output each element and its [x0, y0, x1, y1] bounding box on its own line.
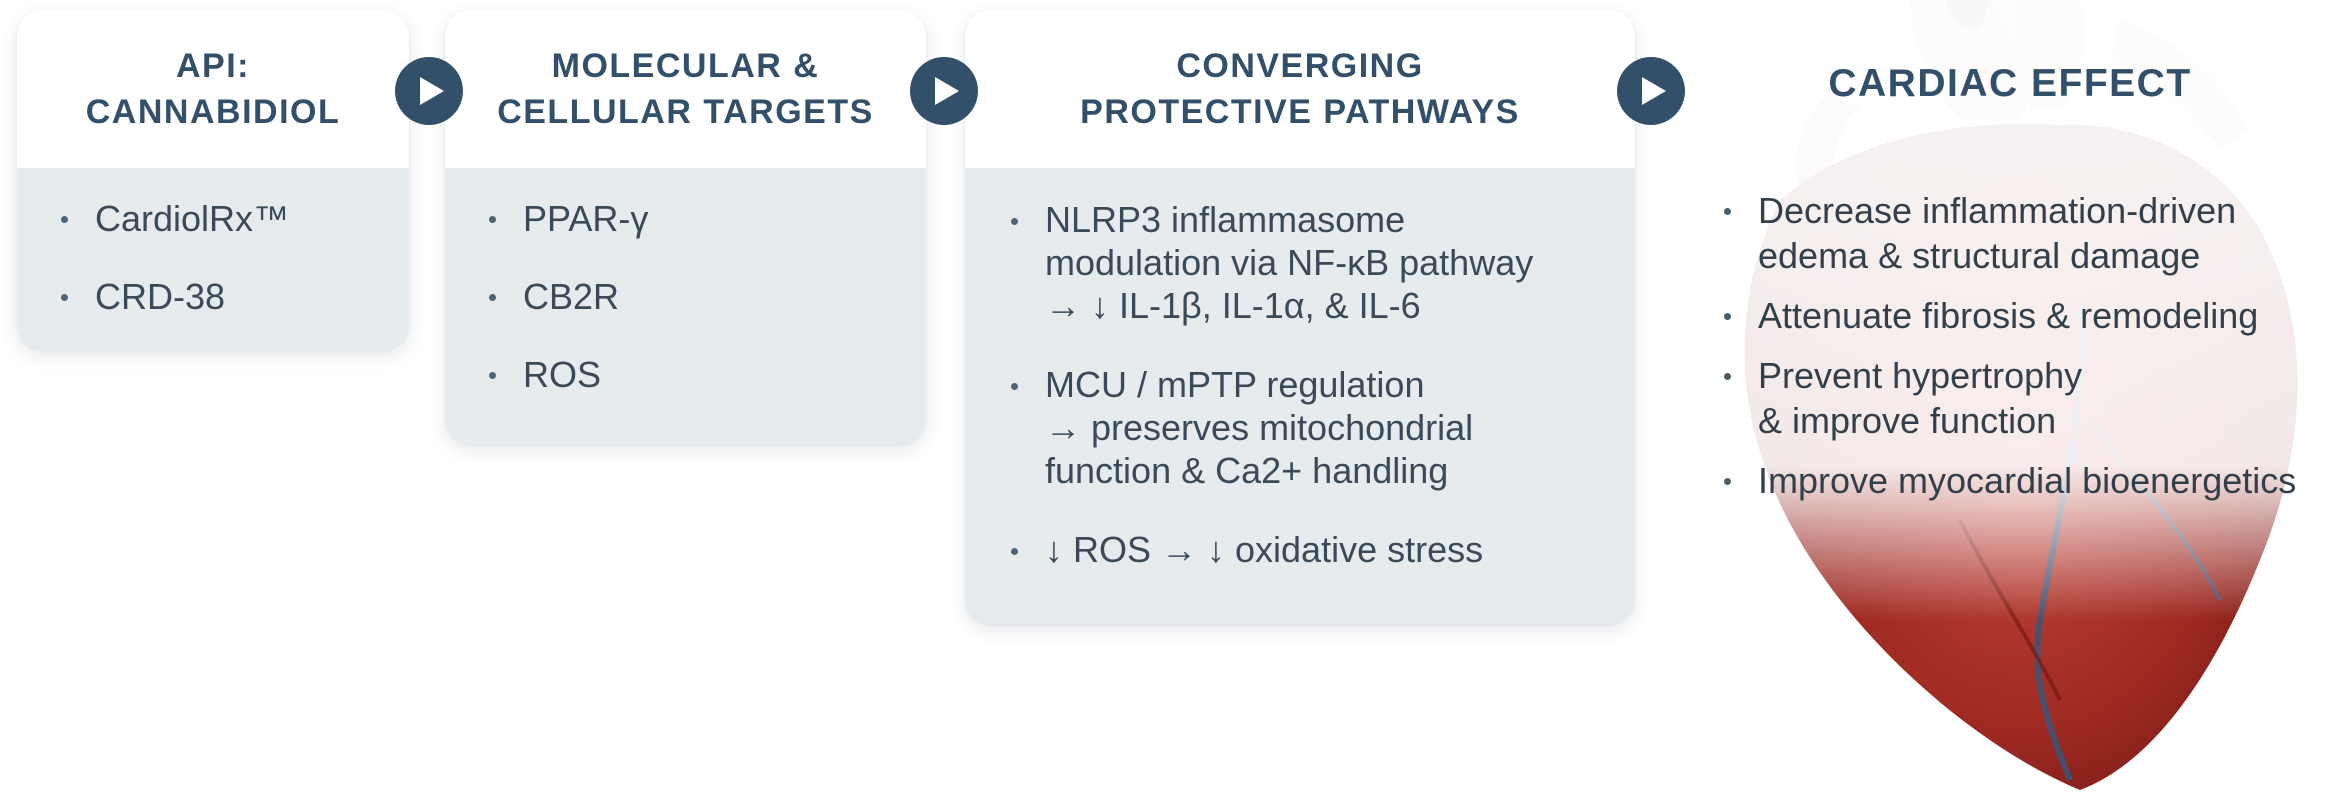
card-targets-list: PPAR-γ CB2R ROS	[483, 196, 896, 397]
list-item: NLRP3 inflammasome modulation via NF-κB …	[1005, 198, 1605, 327]
card-pathways-header: CONVERGING PROTECTIVE PATHWAYS	[965, 10, 1635, 168]
play-arrow-icon	[1617, 57, 1685, 125]
card-pathways-list: NLRP3 inflammasome modulation via NF-κB …	[1005, 198, 1605, 571]
card-pathways-title: CONVERGING PROTECTIVE PATHWAYS	[1080, 47, 1520, 131]
card-api: API: CANNABIDIOL CardiolRx™ CRD-38	[17, 10, 409, 350]
card-api-body: CardiolRx™ CRD-38	[17, 168, 409, 350]
list-item: ↓ ROS → ↓ oxidative stress	[1005, 528, 1605, 571]
list-item: Prevent hypertrophy & improve function	[1718, 353, 2336, 443]
cardiac-effect-title: CARDIAC EFFECT	[1828, 62, 2192, 105]
card-targets-title: MOLECULAR & CELLULAR TARGETS	[497, 47, 874, 131]
list-item: PPAR-γ	[483, 196, 896, 241]
list-item: Improve myocardial bioenergetics	[1718, 458, 2336, 503]
cardiac-effect-list: Decrease inflammation-driven edema & str…	[1718, 188, 2336, 518]
card-targets-body: PPAR-γ CB2R ROS	[445, 168, 926, 444]
card-api-list: CardiolRx™ CRD-38	[55, 196, 379, 319]
card-api-header: API: CANNABIDIOL	[17, 10, 409, 168]
list-item: ROS	[483, 352, 896, 397]
list-item: CardiolRx™	[55, 196, 379, 241]
play-arrow-icon	[910, 57, 978, 125]
card-targets-header: MOLECULAR & CELLULAR TARGETS	[445, 10, 926, 168]
list-item: CRD-38	[55, 274, 379, 319]
card-pathways: CONVERGING PROTECTIVE PATHWAYS NLRP3 inf…	[965, 10, 1635, 624]
card-targets: MOLECULAR & CELLULAR TARGETS PPAR-γ CB2R…	[445, 10, 926, 444]
card-pathways-body: NLRP3 inflammasome modulation via NF-κB …	[965, 168, 1635, 624]
card-api-title: API: CANNABIDIOL	[85, 47, 341, 131]
list-item: Attenuate fibrosis & remodeling	[1718, 293, 2336, 338]
heart-illustration	[1660, 0, 2336, 799]
list-item: CB2R	[483, 274, 896, 319]
play-arrow-icon	[395, 57, 463, 125]
list-item: MCU / mPTP regulation → preserves mitoch…	[1005, 363, 1605, 492]
list-item: Decrease inflammation-driven edema & str…	[1718, 188, 2336, 278]
